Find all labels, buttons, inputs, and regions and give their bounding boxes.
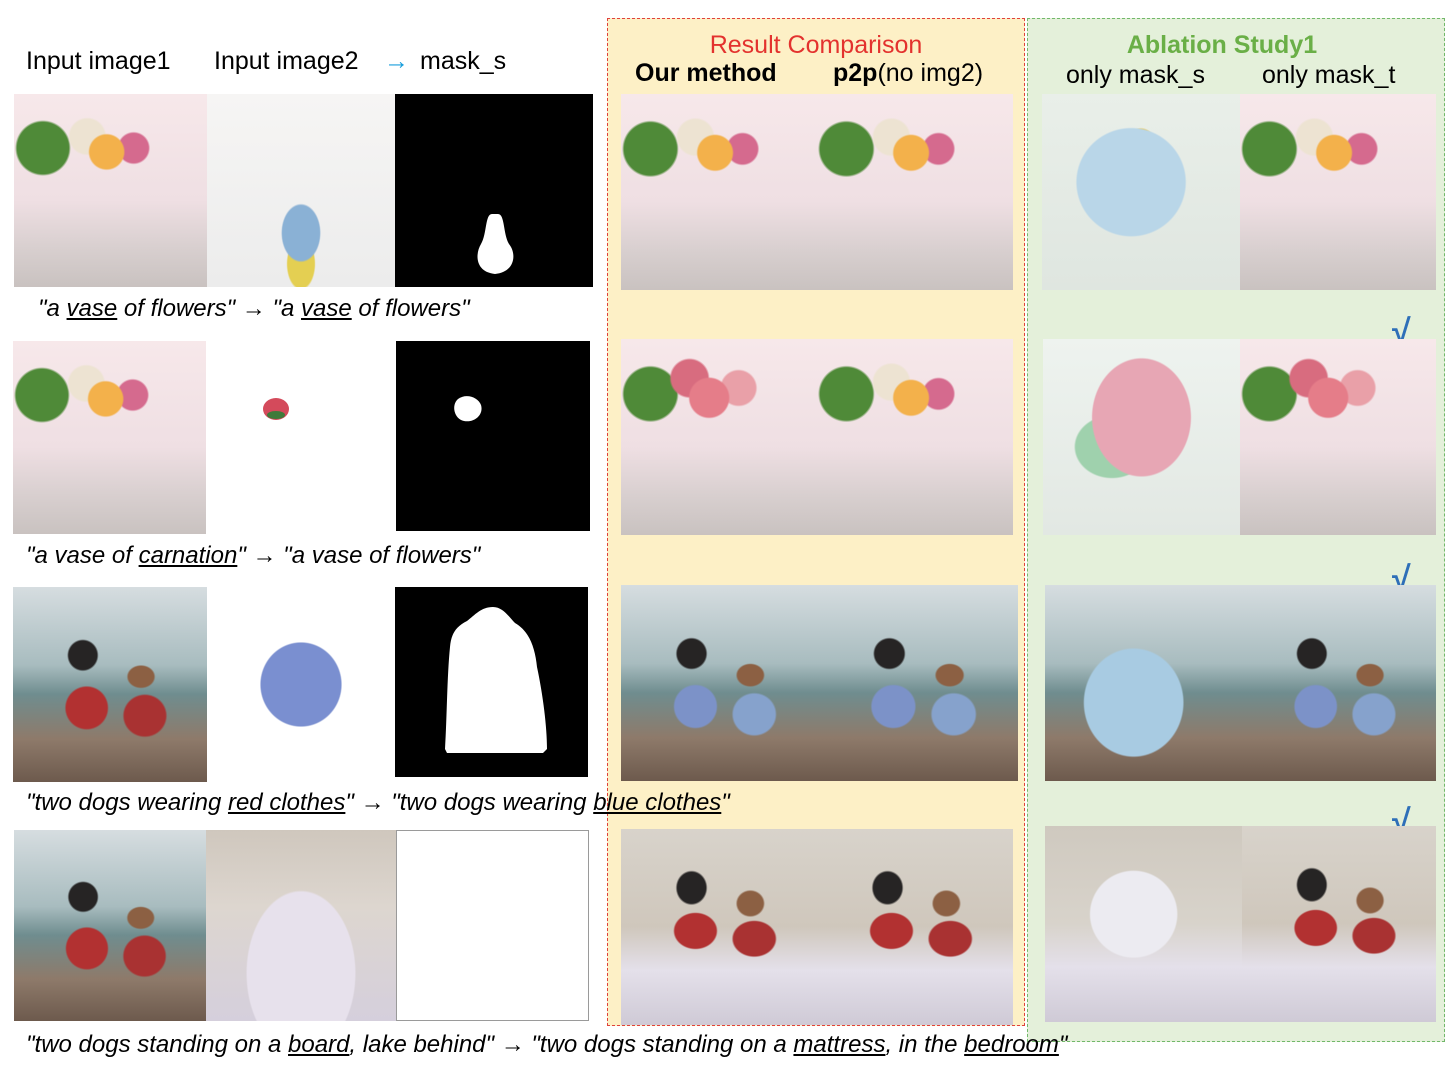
row2-input-image1 [13,341,206,534]
row3-input-image2 [207,587,395,782]
row4-input-image1 [14,830,206,1021]
header-input-image1: Input image1 [26,47,171,75]
header-p2p: p2p(no img2) [833,58,983,88]
row3-only-mask-s [1045,585,1242,781]
row1-mask [395,94,593,287]
row1-input-image2 [207,94,395,287]
row2-our-method [621,339,817,535]
row3-p2p [817,585,1018,781]
row4-input-image2 [206,830,396,1021]
row3-input-image1 [13,587,207,782]
row3-our-method [621,585,817,781]
header-input-image2: Input image2 [214,47,359,75]
row2-mask [396,341,590,531]
row1-only-mask-t [1240,94,1436,290]
row3-mask [395,587,588,777]
result-comparison-title: Result Comparison [709,31,923,59]
row4-mask [396,830,589,1021]
header-p2p-rest: (no img2) [877,59,984,87]
header-mask-s: mask_s [420,47,507,75]
row4-only-mask-t [1242,826,1436,1022]
row1-only-mask-s [1042,94,1240,290]
row2-input-image2 [206,341,396,534]
row4-our-method [621,829,817,1025]
header-p2p-bold: p2p [833,59,878,87]
header-only-mask-s: only mask_s [1066,61,1205,89]
header-our-method: Our method [635,59,777,87]
ablation-study-title: Ablation Study1 [1126,31,1318,59]
row3-caption: "two dogs wearing red clothes" → "two do… [26,789,730,816]
row3-only-mask-t [1242,585,1436,781]
row4-only-mask-s [1045,826,1242,1022]
row2-only-mask-t [1240,339,1436,535]
row2-caption: "a vase of carnation" → "a vase of flowe… [26,542,481,569]
row2-only-mask-s [1043,339,1240,535]
header-only-mask-t: only mask_t [1262,61,1396,89]
row1-p2p [817,94,1013,290]
row1-caption: "a vase of flowers" → "a vase of flowers… [38,295,470,322]
row4-p2p [817,829,1013,1025]
header-arrow-icon: → [384,47,409,75]
row1-input-image1 [14,94,207,287]
row4-caption: "two dogs standing on a board, lake behi… [26,1031,1068,1058]
row1-our-method [621,94,817,290]
row2-p2p [817,339,1013,535]
